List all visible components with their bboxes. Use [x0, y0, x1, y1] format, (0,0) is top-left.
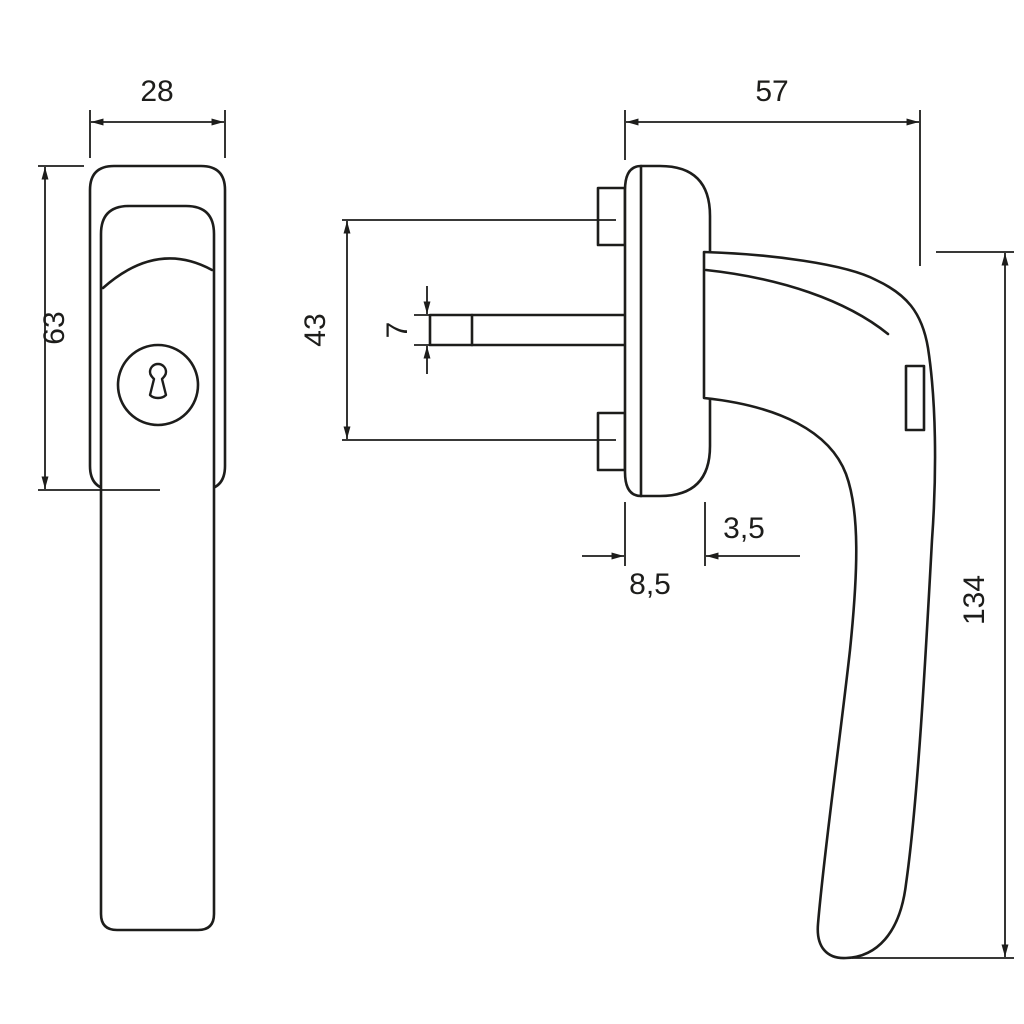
dimension-57: 57	[624, 75, 921, 266]
handle-chamfer-line	[704, 268, 890, 336]
side-view	[428, 164, 937, 960]
dimension-7: 7	[381, 286, 432, 374]
keyhole-icon	[148, 362, 168, 400]
rosette-side	[623, 164, 712, 498]
dim-label-spindle-size: 7	[381, 322, 414, 339]
dimension-8-5-and-3-5: 3,5 8,5	[582, 502, 800, 601]
spindle-shaft	[428, 313, 636, 347]
handle-detent	[904, 364, 926, 432]
handle-front	[99, 204, 216, 932]
dim-label-handle-length: 134	[958, 575, 991, 625]
front-view	[88, 164, 227, 932]
screw-boss-top	[596, 186, 627, 247]
dimension-28: 28	[89, 75, 226, 158]
dimension-43: 43	[299, 219, 616, 441]
dim-label-front-height: 63	[38, 311, 71, 344]
dim-label-side-depth: 57	[755, 75, 788, 108]
dim-label-front-width: 28	[140, 75, 173, 108]
neck-contour-line	[101, 257, 214, 290]
dim-label-gap-large: 8,5	[629, 568, 671, 601]
key-cylinder	[116, 343, 200, 427]
handle-side	[702, 250, 937, 960]
dimension-63: 63	[38, 165, 160, 491]
dim-label-screw-spacing: 43	[299, 313, 332, 346]
dim-label-gap-small: 3,5	[723, 512, 765, 545]
screw-boss-bottom	[596, 411, 627, 472]
dimension-134: 134	[852, 251, 1014, 959]
